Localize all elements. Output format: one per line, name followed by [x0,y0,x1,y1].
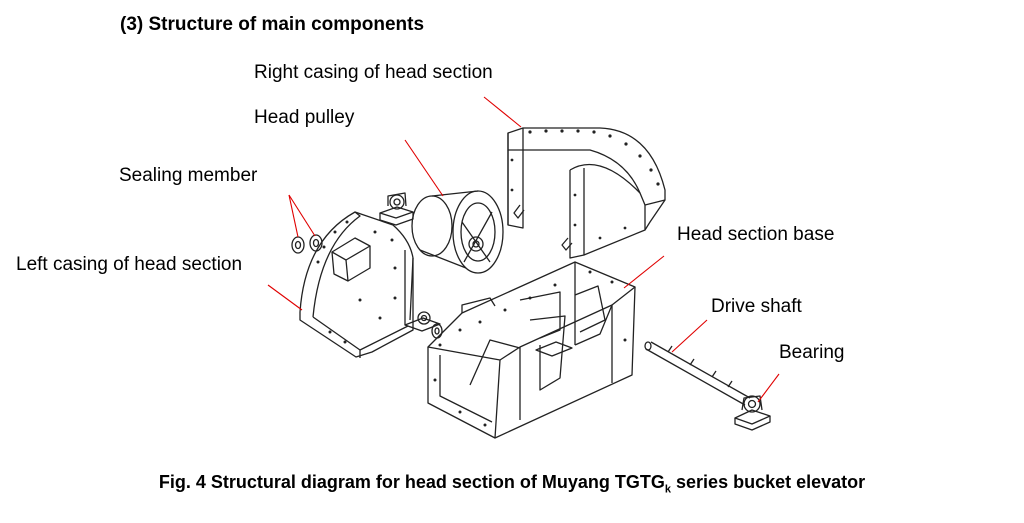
label-drive-shaft: Drive shaft [711,296,802,317]
leader-head-pulley [404,139,444,197]
shaft-bearing-drawing [734,395,771,431]
caption-main: Fig. 4 Structural diagram for head secti… [158,472,665,492]
section-heading: (3) Structure of main components [120,14,425,35]
leader-lines [267,96,780,403]
label-sealing-member: Sealing member [119,165,258,186]
head-pulley-drawing [411,190,504,274]
leader-bearing [757,373,780,403]
leader-right-casing [483,96,522,128]
leader-head-section-base [623,255,665,289]
label-head-section-base: Head section base [677,224,835,245]
caption-subscript: k [664,483,672,496]
sealing-members-drawing [291,234,323,254]
drive-shaft-drawing [644,341,751,406]
head-section-base-drawing [427,261,636,439]
lower-bearing-drawing [404,311,443,339]
figure-caption: Fig. 4 Structural diagram for head secti… [0,472,1024,496]
label-right-casing: Right casing of head section [254,62,493,83]
label-bearing: Bearing [779,342,845,363]
leader-sealing-member-a [288,194,299,238]
leader-drive-shaft [671,319,708,353]
right-casing-drawing [507,127,666,259]
upper-bearing-drawing [379,192,414,226]
leader-sealing-member-b [288,194,316,237]
label-head-pulley: Head pulley [254,107,355,128]
left-casing-drawing [299,211,414,358]
caption-tail: series bucket elevator [671,472,866,492]
leader-left-casing [267,284,303,311]
label-left-casing: Left casing of head section [16,254,243,275]
